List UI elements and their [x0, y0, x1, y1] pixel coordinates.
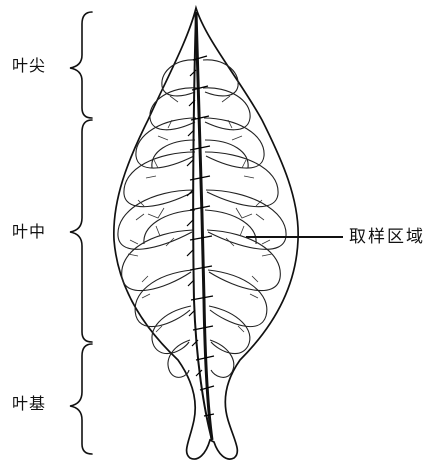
label-leaf-tip: 叶尖 [12, 58, 46, 74]
brace-base [70, 344, 92, 454]
leaf-midrib [187, 12, 214, 440]
label-sampling-area: 取样区域 [349, 229, 425, 246]
brace-middle [70, 120, 92, 342]
brace-tip [70, 12, 92, 118]
label-leaf-base: 叶基 [12, 396, 46, 412]
label-leaf-middle: 叶中 [12, 224, 46, 240]
